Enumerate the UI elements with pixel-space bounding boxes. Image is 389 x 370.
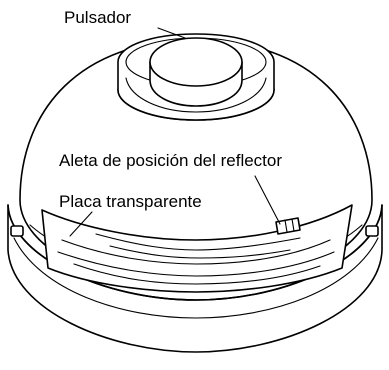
reflector-tab-label: Aleta de posición del reflector — [59, 151, 282, 170]
plate-leader — [69, 211, 93, 237]
transparent-plate — [41, 204, 353, 293]
transparent-plate-label: Placa transparente — [59, 192, 202, 211]
reflector-tab — [275, 217, 301, 235]
push-button — [149, 37, 243, 107]
base-ring — [7, 204, 383, 353]
button-label: Pulsador — [64, 8, 131, 27]
reflector-tab-leader — [254, 175, 281, 225]
button-leader — [157, 27, 186, 39]
